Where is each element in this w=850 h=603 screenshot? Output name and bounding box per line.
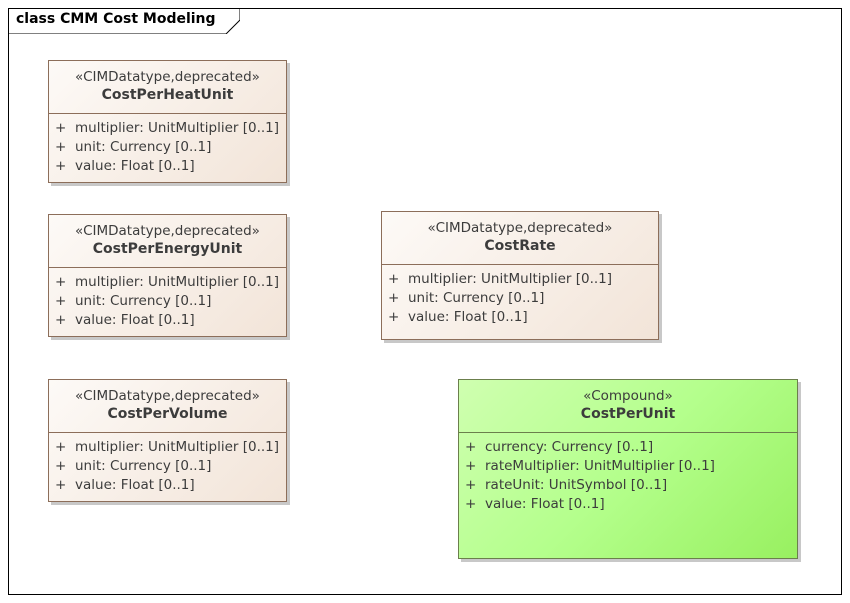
class-costperunit[interactable]: «Compound» CostPerUnit + currency: Curren… <box>458 379 798 559</box>
attribute-text: multiplier: UnitMultiplier [0..1] <box>75 439 280 455</box>
class-stereotype: «CIMDatatype,deprecated» <box>75 69 260 85</box>
attribute-row[interactable]: + unit: Currency [0..1] <box>49 138 286 157</box>
attribute-list: + multiplier: UnitMultiplier [0..1] + unit… <box>49 114 286 176</box>
class-header: «CIMDatatype,deprecated» CostPerHeatUnit <box>49 61 286 114</box>
attribute-text: multiplier: UnitMultiplier [0..1] <box>408 271 613 287</box>
attribute-row[interactable]: + multiplier: UnitMultiplier [0..1] <box>49 273 286 292</box>
frame-title-tab <box>8 8 240 34</box>
class-costperenergyunit[interactable]: «CIMDatatype,deprecated» CostPerEnergyUn… <box>48 214 287 337</box>
class-header: «CIMDatatype,deprecated» CostPerEnergyUn… <box>49 215 286 268</box>
class-stereotype: «CIMDatatype,deprecated» <box>427 220 613 236</box>
attribute-row[interactable]: + rateUnit: UnitSymbol [0..1] <box>459 476 797 495</box>
visibility-marker: + <box>55 158 67 174</box>
class-header: «Compound» CostPerUnit <box>459 380 797 433</box>
class-name: CostRate <box>484 238 556 254</box>
class-header: «CIMDatatype,deprecated» CostPerVolume <box>49 380 286 433</box>
visibility-marker: + <box>465 458 477 474</box>
class-stereotype: «CIMDatatype,deprecated» <box>75 223 260 239</box>
visibility-marker: + <box>55 120 67 136</box>
class-name: CostPerHeatUnit <box>101 87 234 103</box>
visibility-marker: + <box>465 439 477 455</box>
visibility-marker: + <box>55 477 67 493</box>
attribute-row[interactable]: + multiplier: UnitMultiplier [0..1] <box>49 438 286 457</box>
attribute-text: rateMultiplier: UnitMultiplier [0..1] <box>485 458 715 474</box>
attribute-row[interactable]: + value: Float [0..1] <box>382 308 658 327</box>
visibility-marker: + <box>388 271 400 287</box>
attribute-list: + multiplier: UnitMultiplier [0..1] + unit… <box>382 265 658 327</box>
visibility-marker: + <box>55 458 67 474</box>
attribute-row[interactable]: + multiplier: UnitMultiplier [0..1] <box>49 119 286 138</box>
attribute-list: + multiplier: UnitMultiplier [0..1] + unit… <box>49 433 286 495</box>
attribute-text: unit: Currency [0..1] <box>75 293 212 309</box>
attribute-text: unit: Currency [0..1] <box>75 458 212 474</box>
attribute-text: value: Float [0..1] <box>408 309 528 325</box>
attribute-row[interactable]: + unit: Currency [0..1] <box>382 289 658 308</box>
class-costperheatunit[interactable]: «CIMDatatype,deprecated» CostPerHeatUnit… <box>48 60 287 183</box>
class-name: CostPerUnit <box>580 406 676 422</box>
attribute-row[interactable]: + currency: Currency [0..1] <box>459 438 797 457</box>
diagram-frame <box>8 8 842 595</box>
attribute-list: + currency: Currency [0..1] + rateMultipli… <box>459 433 797 514</box>
attribute-row[interactable]: + value: Float [0..1] <box>49 476 286 495</box>
visibility-marker: + <box>55 274 67 290</box>
visibility-marker: + <box>465 477 477 493</box>
attribute-text: rateUnit: UnitSymbol [0..1] <box>485 477 668 493</box>
class-name: CostPerVolume <box>107 406 228 422</box>
attribute-list: + multiplier: UnitMultiplier [0..1] + unit… <box>49 268 286 330</box>
attribute-text: currency: Currency [0..1] <box>485 439 654 455</box>
class-stereotype: «CIMDatatype,deprecated» <box>75 388 260 404</box>
visibility-marker: + <box>55 293 67 309</box>
attribute-row[interactable]: + unit: Currency [0..1] <box>49 457 286 476</box>
attribute-text: unit: Currency [0..1] <box>408 290 545 306</box>
visibility-marker: + <box>388 309 400 325</box>
attribute-row[interactable]: + multiplier: UnitMultiplier [0..1] <box>382 270 658 289</box>
attribute-row[interactable]: + value: Float [0..1] <box>459 495 797 514</box>
attribute-row[interactable]: + value: Float [0..1] <box>49 157 286 176</box>
attribute-text: value: Float [0..1] <box>75 312 195 328</box>
visibility-marker: + <box>55 139 67 155</box>
attribute-text: multiplier: UnitMultiplier [0..1] <box>75 274 280 290</box>
class-stereotype: «Compound» <box>583 388 673 404</box>
class-header: «CIMDatatype,deprecated» CostRate <box>382 212 658 265</box>
attribute-row[interactable]: + rateMultiplier: UnitMultiplier [0..1] <box>459 457 797 476</box>
visibility-marker: + <box>465 496 477 512</box>
class-costpervolume[interactable]: «CIMDatatype,deprecated» CostPerVolume +… <box>48 379 287 502</box>
class-name: CostPerEnergyUnit <box>92 241 243 257</box>
diagram-title: class CMM Cost Modeling <box>16 11 216 27</box>
attribute-row[interactable]: + value: Float [0..1] <box>49 311 286 330</box>
attribute-text: value: Float [0..1] <box>75 158 195 174</box>
visibility-marker: + <box>55 439 67 455</box>
attribute-text: unit: Currency [0..1] <box>75 139 212 155</box>
attribute-text: multiplier: UnitMultiplier [0..1] <box>75 120 280 136</box>
visibility-marker: + <box>55 312 67 328</box>
attribute-row[interactable]: + unit: Currency [0..1] <box>49 292 286 311</box>
visibility-marker: + <box>388 290 400 306</box>
attribute-text: value: Float [0..1] <box>75 477 195 493</box>
class-costrate[interactable]: «CIMDatatype,deprecated» CostRate + multi… <box>381 211 659 340</box>
attribute-text: value: Float [0..1] <box>485 496 605 512</box>
